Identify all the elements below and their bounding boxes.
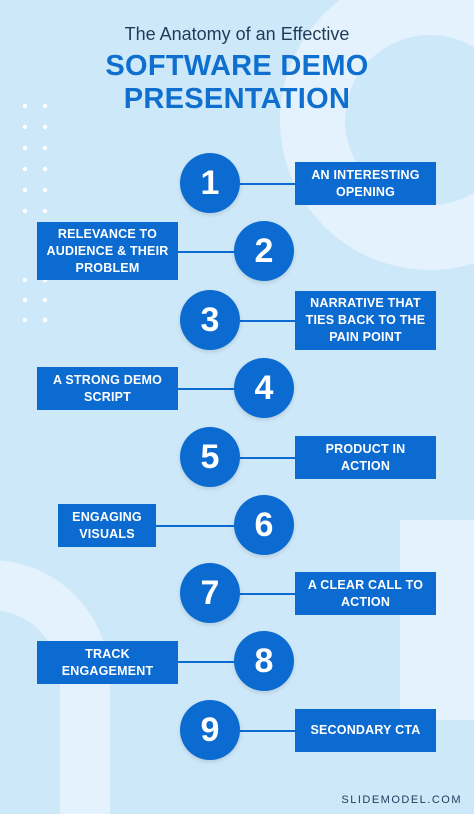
step-1-label: AN INTERESTING OPENING	[295, 162, 436, 205]
step-7-number: 7	[180, 563, 240, 623]
connector-2	[178, 251, 236, 253]
connector-1	[240, 183, 296, 185]
step-2-number: 2	[234, 221, 294, 281]
step-7-label: A CLEAR CALL TO ACTION	[295, 572, 436, 615]
step-6-number: 6	[234, 495, 294, 555]
step-5-label: PRODUCT IN ACTION	[295, 436, 436, 479]
decor-arc-bottom-left	[0, 560, 110, 814]
connector-3	[240, 320, 296, 322]
page-subtitle: The Anatomy of an Effective	[124, 24, 350, 44]
connector-5	[240, 457, 296, 459]
step-8-label: TRACK ENGAGEMENT	[37, 641, 178, 684]
connector-6	[155, 525, 236, 527]
connector-8	[178, 661, 236, 663]
footer-brand: SLIDEMODEL.COM	[341, 794, 462, 806]
connector-4	[178, 388, 236, 390]
step-8-number: 8	[234, 631, 294, 691]
decor-band-right	[400, 520, 474, 720]
connector-9	[240, 730, 296, 732]
step-4-label: A STRONG DEMO SCRIPT	[37, 367, 178, 410]
page-title: SOFTWARE DEMO PRESENTATION	[0, 50, 474, 116]
step-5-number: 5	[180, 427, 240, 487]
page-title-line-1: SOFTWARE DEMO	[105, 50, 369, 82]
connector-7	[240, 593, 296, 595]
decor-dot-grid	[22, 103, 48, 323]
step-4-number: 4	[234, 358, 294, 418]
step-3-number: 3	[180, 290, 240, 350]
page-title-line-2: PRESENTATION	[123, 83, 351, 115]
step-1-number: 1	[180, 153, 240, 213]
step-9-number: 9	[180, 700, 240, 760]
step-6-label: ENGAGING VISUALS	[58, 504, 156, 547]
step-9-label: SECONDARY CTA	[295, 709, 436, 752]
step-2-label: RELEVANCE TO AUDIENCE & THEIR PROBLEM	[37, 222, 178, 280]
step-3-label: NARRATIVE THAT TIES BACK TO THE PAIN POI…	[295, 291, 436, 350]
